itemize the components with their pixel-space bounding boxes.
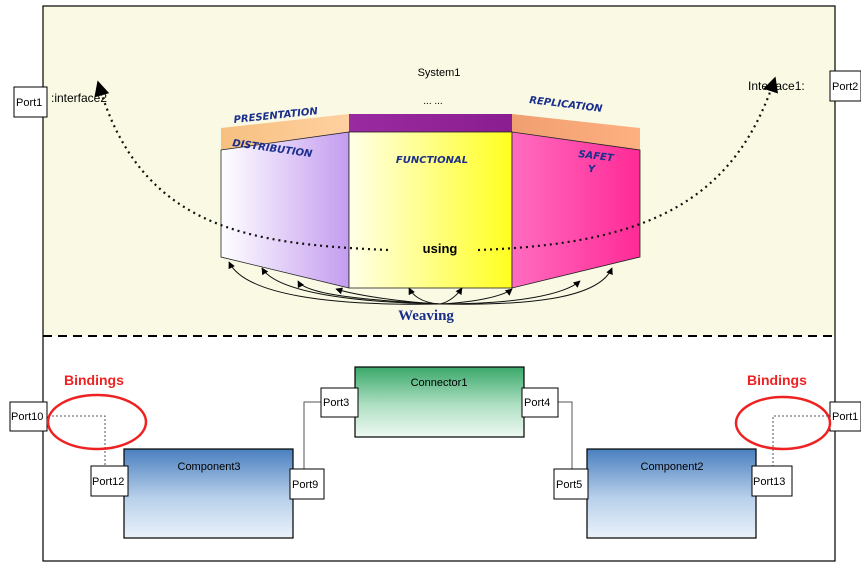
interface-right-label: Interface1: <box>748 79 805 93</box>
port2[interactable]: Port2 <box>829 70 861 102</box>
port1-label: Port1 <box>16 97 42 109</box>
system-frame[interactable] <box>42 5 836 562</box>
aspect-safety-label-line2: Y <box>588 164 597 175</box>
using-arrow-left <box>94 80 389 252</box>
port4-label: Port4 <box>524 397 550 409</box>
component2[interactable]: Component2 <box>586 448 757 539</box>
bindings-left-ellipse <box>46 393 148 451</box>
port11-label: Port1 <box>832 411 858 423</box>
port2-label: Port2 <box>832 81 858 93</box>
port9-label: Port9 <box>292 479 318 491</box>
interface-left-label: :interface2 <box>51 91 107 105</box>
binding-link-left <box>44 415 106 466</box>
system-title: System1 <box>418 67 461 79</box>
bindings-right-ellipse <box>734 395 832 451</box>
binding-link-right <box>772 415 832 466</box>
port3-label: Port3 <box>323 397 349 409</box>
weaving-label: Weaving <box>398 308 454 324</box>
port13[interactable]: Port13 <box>751 465 793 497</box>
port1[interactable]: Port1 <box>13 86 48 118</box>
port11[interactable]: Port1 <box>829 401 861 432</box>
port5-label: Port5 <box>556 479 582 491</box>
aspect-ellipsis-label: ... ... <box>423 96 442 107</box>
port12[interactable]: Port12 <box>90 465 129 497</box>
component3[interactable]: Component3 <box>123 448 294 539</box>
top-face-middle <box>349 114 512 132</box>
port10-label: Port10 <box>11 411 43 423</box>
connector1[interactable]: Connector1 <box>354 366 525 438</box>
face-functional <box>348 131 513 289</box>
aspect-functional-label: FUNCTIONAL <box>396 155 468 166</box>
port5[interactable]: Port5 <box>553 468 589 500</box>
port13-label: Port13 <box>753 476 785 488</box>
aspect-safety-label-line1: SAFET <box>578 149 616 164</box>
bindings-left-label: Bindings <box>64 372 124 388</box>
port12-label: Port12 <box>92 476 124 488</box>
component2-label: Component2 <box>641 461 704 473</box>
top-face-replication <box>512 114 640 150</box>
port10[interactable]: Port10 <box>9 401 48 432</box>
using-label: using <box>423 241 458 256</box>
port3[interactable]: Port3 <box>320 387 359 418</box>
using-arrow-right <box>477 76 778 252</box>
component3-label: Component3 <box>178 461 241 473</box>
port9[interactable]: Port9 <box>289 468 325 500</box>
weaving-arrows <box>228 261 613 305</box>
connector1-label: Connector1 <box>411 377 468 389</box>
port4[interactable]: Port4 <box>521 387 559 418</box>
face-safety <box>511 131 641 289</box>
bindings-right-label: Bindings <box>747 372 807 388</box>
top-face-presentation <box>221 114 349 150</box>
